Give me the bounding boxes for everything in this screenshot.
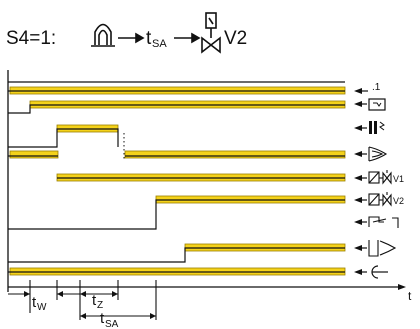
flame-sensor-header-icon <box>91 23 115 47</box>
row-1-label: .1 <box>372 82 381 93</box>
bar-row-4b <box>124 150 346 159</box>
row-8-marker <box>354 240 397 257</box>
row-1-marker: .1 <box>354 82 381 94</box>
tsa-header-t: t <box>146 28 152 49</box>
diagram-frame <box>7 70 400 292</box>
arrow-right-icon <box>118 32 145 44</box>
tz-letter: t <box>92 292 97 309</box>
row-markers: .1 <box>354 82 404 279</box>
tsa-sub: SA <box>105 319 119 329</box>
gas-valve-icon-v2 <box>368 192 392 207</box>
time-axis-label: t <box>408 289 412 303</box>
gas-valve-header-icon <box>201 12 221 54</box>
bar-row-4a <box>9 150 59 159</box>
time-axis-arrow-icon <box>398 284 406 290</box>
timing-dimensions <box>8 280 157 320</box>
signal-bars <box>9 86 346 276</box>
valve-label: V2 <box>224 28 247 49</box>
fan-icon <box>371 265 388 279</box>
gas-valve-icon-v1 <box>368 170 392 185</box>
condition-label: S4=1: <box>6 28 56 49</box>
row-9-marker <box>354 265 388 279</box>
signal-lines <box>8 90 345 273</box>
tw-letter: t <box>32 294 37 311</box>
row-2-marker <box>354 98 386 111</box>
tsa-header-sub: SA <box>152 38 167 50</box>
flame-icon <box>368 146 388 162</box>
row-6-label: V2 <box>393 196 404 206</box>
ignition-transformer-icon <box>369 121 385 134</box>
row-7-marker <box>354 216 399 228</box>
burner-flame-icon <box>368 240 397 257</box>
row-3-marker <box>354 121 385 134</box>
row-5-label: V1 <box>393 174 404 184</box>
air-damper-icon <box>368 216 399 228</box>
display-box-icon <box>368 98 386 111</box>
tz-sub: Z <box>97 300 103 311</box>
row-4-marker <box>354 146 388 162</box>
row-5-marker: V1 <box>354 170 404 185</box>
arrow-right-icon-2 <box>174 32 201 44</box>
tw-sub: W <box>37 302 47 313</box>
tsa-letter: t <box>100 310 105 327</box>
row-6-marker: V2 <box>354 192 404 207</box>
